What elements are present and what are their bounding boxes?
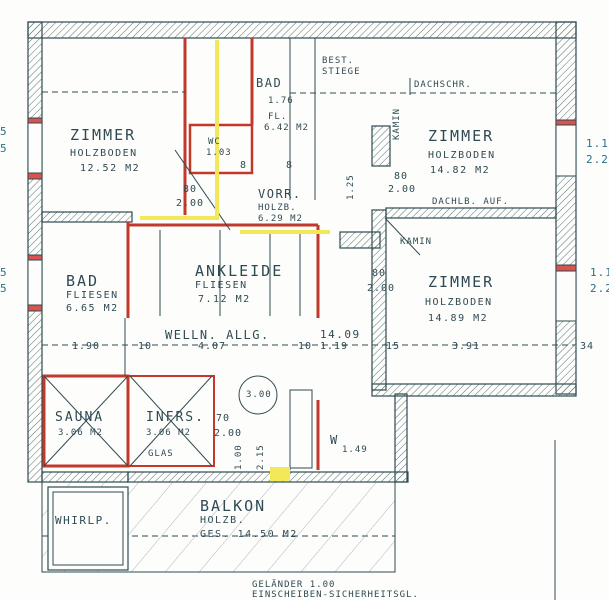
room-bad-n-area: 6.42 M2 bbox=[264, 123, 309, 133]
dim-row-2: 10 bbox=[138, 341, 153, 352]
room-wc-name: WC bbox=[208, 137, 221, 147]
dim-row-5: 1.19 bbox=[320, 341, 349, 352]
door-ne-width: 80 bbox=[394, 171, 409, 182]
left-edge-dim-1: 5 bbox=[0, 125, 8, 138]
room-bad-n-floor: FL. bbox=[268, 112, 288, 122]
exterior-walls bbox=[27, 21, 577, 483]
dim-row-4: 10 bbox=[298, 341, 313, 352]
room-balkon-name: BALKON bbox=[200, 497, 267, 515]
balcony-door-dim-a: 1.00 bbox=[234, 444, 244, 470]
right-edge-dim-1a: 1.1 bbox=[586, 137, 609, 150]
left-edge-dim-4: 5 bbox=[0, 282, 8, 295]
dim-row-8: 34 bbox=[580, 341, 595, 352]
balcony-door-dim-b: 2.15 bbox=[256, 444, 266, 470]
door-infr-width: 70 bbox=[216, 413, 231, 424]
room-vorr-floor: HOLZB. bbox=[258, 203, 297, 213]
ceiling-height-circle bbox=[238, 375, 278, 415]
whirlpool-inner bbox=[52, 491, 124, 566]
door-nw-height: 2.00 bbox=[176, 198, 205, 209]
bestand-stiege-label: BEST. STIEGE bbox=[322, 56, 361, 77]
dim-row-1: 1.90 bbox=[72, 341, 101, 352]
left-edge-dim-3: 5 bbox=[0, 266, 8, 279]
door-e-height: 2.00 bbox=[367, 283, 396, 294]
room-sauna-area: 3.06 M2 bbox=[58, 428, 103, 438]
dachschraege-auf-label: DACHLB. AUF. bbox=[432, 197, 510, 207]
right-edge-dim-2a: 1.1 bbox=[590, 266, 609, 279]
left-edge-dim-2: 5 bbox=[0, 142, 8, 155]
room-bad-w-floor: FLIESEN bbox=[66, 290, 119, 301]
room-bad-w-area: 6.65 M2 bbox=[66, 303, 119, 314]
dachschraege-label: DACHSCHR. bbox=[414, 80, 472, 90]
room-balkon-floor: HOLZB. bbox=[200, 515, 246, 526]
vorr-dim-a: 8 bbox=[240, 160, 248, 171]
room-ankleide-floor: FLIESEN bbox=[195, 280, 248, 291]
room-bad-w-name: BAD bbox=[66, 272, 100, 290]
threshold-highlight bbox=[270, 467, 290, 481]
right-edge-dim-1b: 2.2 bbox=[586, 153, 609, 166]
room-infrarot-name: INFRS. bbox=[146, 410, 205, 425]
door-infr-height: 2.00 bbox=[214, 428, 243, 439]
room-ankleide-name: ANKLEIDE bbox=[195, 262, 284, 280]
interior-lines bbox=[42, 38, 575, 537]
room-zimmer-ne-floor: HOLZBODEN bbox=[428, 150, 496, 161]
room-zimmer-nw-name: ZIMMER bbox=[70, 126, 137, 144]
room-wc-area: 1.03 bbox=[206, 148, 232, 158]
room-vorr-area: 6.29 M2 bbox=[258, 214, 303, 224]
whirlpool-outline bbox=[47, 486, 129, 571]
room-zimmer-e-floor: HOLZBODEN bbox=[425, 297, 493, 308]
right-edge-dim-2b: 2.2 bbox=[590, 282, 609, 295]
room-sauna-name: SAUNA bbox=[55, 410, 105, 425]
door-nw-width: 80 bbox=[183, 184, 198, 195]
wc-s-area: 1.49 bbox=[342, 445, 368, 455]
wc-s-name: W bbox=[330, 433, 339, 447]
room-vorr-name: VORR. bbox=[258, 187, 302, 201]
kamin-vertical-label: KAMIN bbox=[392, 107, 402, 140]
red-partitions bbox=[42, 38, 320, 470]
room-bad-n-name: BAD bbox=[256, 76, 283, 90]
windows bbox=[27, 117, 577, 322]
yellow-highlights bbox=[140, 40, 330, 234]
gelaender-glass-label: EINSCHEIBEN-SICHERHEITSGL. bbox=[252, 590, 419, 600]
ceiling-height-label: 3.00 bbox=[246, 390, 272, 400]
room-balkon-area: GES. 14.50 M2 bbox=[200, 529, 298, 540]
vorr-dim-b: 8 bbox=[286, 160, 294, 171]
room-wellness-area: 14.09 bbox=[320, 328, 361, 341]
room-wellness-name: WELLN. ALLG. bbox=[165, 328, 270, 342]
room-zimmer-ne-area: 14.82 M2 bbox=[430, 165, 491, 176]
door-e-width: 80 bbox=[372, 268, 387, 279]
dim-row-7: 3.91 bbox=[452, 341, 481, 352]
room-ankleide-area: 7.12 M2 bbox=[198, 294, 251, 305]
stair-dimension: 1.25 bbox=[346, 174, 356, 200]
room-zimmer-ne-name: ZIMMER bbox=[428, 127, 495, 145]
glas-label: GLAS bbox=[148, 449, 174, 459]
whirlpool-label: WHIRLP. bbox=[55, 514, 112, 527]
room-zimmer-nw-floor: HOLZBODEN bbox=[70, 148, 138, 159]
room-zimmer-e-area: 14.89 M2 bbox=[428, 313, 489, 324]
room-infrarot-area: 3.06 M2 bbox=[146, 428, 191, 438]
room-bad-n-dim: 1.76 bbox=[268, 96, 294, 106]
room-zimmer-nw-area: 12.52 M2 bbox=[80, 163, 141, 174]
gelaender-label: GELÄNDER 1.00 bbox=[252, 580, 336, 590]
dim-row-3: 4.07 bbox=[198, 341, 227, 352]
dim-row-6: 15 bbox=[386, 341, 401, 352]
kamin-label: KAMIN bbox=[400, 237, 433, 247]
room-zimmer-e-name: ZIMMER bbox=[428, 273, 495, 291]
door-ne-height: 2.00 bbox=[388, 184, 417, 195]
